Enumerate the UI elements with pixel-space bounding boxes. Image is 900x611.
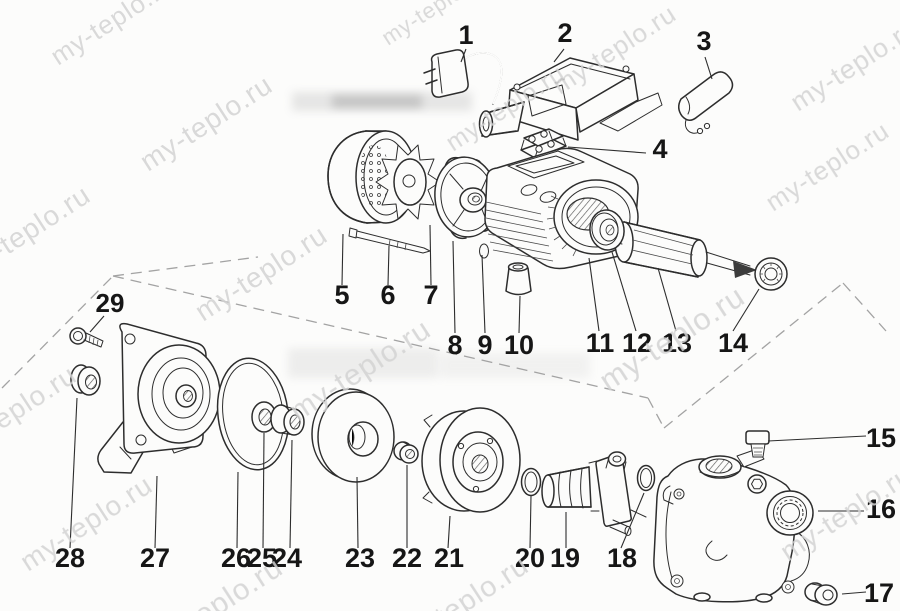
phantom-line (842, 282, 887, 332)
phantom-line (647, 397, 665, 429)
power-cable-and-plug (423, 49, 503, 105)
part-label-21: 21 (434, 543, 464, 573)
ejector (541, 451, 647, 536)
shaft-washer (479, 243, 489, 259)
part-label-15: 15 (866, 423, 896, 453)
bearing-rear (754, 257, 788, 291)
part-label-17: 17 (864, 578, 894, 608)
part-label-27: 27 (140, 543, 170, 573)
part-label-1: 1 (458, 20, 473, 50)
part-label-12: 12 (622, 328, 652, 358)
part-label-24: 24 (272, 543, 302, 573)
rubber-buffer (505, 262, 532, 296)
spacer-nut (70, 364, 101, 396)
watermark-text: my-teplo.ru (14, 469, 158, 577)
pump-bracket (97, 322, 221, 474)
watermark-text: my-teplo.ru (785, 12, 900, 117)
drain-plug (804, 582, 838, 606)
watermark-text: my-teplo.ru (134, 69, 278, 177)
part-label-7: 7 (423, 280, 438, 310)
part-label-11: 11 (586, 328, 615, 358)
part-label-13: 13 (662, 328, 692, 358)
motor-endshield (434, 156, 498, 240)
phantom-line (112, 275, 649, 399)
watermark-text: my-teplo.ru (45, 0, 180, 71)
terminal-box (478, 57, 663, 141)
fan-cover-perforation (358, 145, 390, 207)
part-label-20: 20 (515, 543, 545, 573)
fill-plug (745, 430, 770, 458)
rotor-shaft (607, 221, 757, 278)
part-label-3: 3 (696, 26, 711, 56)
watermark-text: my-teplo.ru (377, 0, 492, 50)
part-label-19: 19 (550, 543, 580, 573)
part-label-23: 23 (345, 543, 375, 573)
tie-bolt (348, 227, 431, 254)
shaft-nut (393, 441, 419, 464)
pump-body (653, 448, 814, 603)
part-label-22: 22 (392, 543, 422, 573)
shaft-seal-washer (251, 401, 277, 433)
part-label-2: 2 (557, 18, 572, 48)
part-label-16: 16 (866, 494, 896, 524)
phantom-line (1, 275, 114, 389)
blurred-watermark-smudge-top (292, 92, 472, 111)
o-ring-small (520, 467, 542, 497)
leader-lines (69, 48, 867, 595)
phantom-line (112, 256, 259, 277)
part-label-4: 4 (652, 134, 667, 164)
phantom-lines (1, 256, 887, 429)
flange-bolt (69, 327, 104, 348)
terminal-block (520, 128, 567, 159)
fan (375, 144, 441, 220)
blurred-watermark-smudge-center (288, 348, 590, 378)
part-label-6: 6 (380, 280, 395, 310)
part-label-18: 18 (607, 543, 637, 573)
phantom-line (663, 282, 844, 429)
diffuser (421, 407, 521, 513)
watermark-text: my-teplo.ru (760, 115, 895, 217)
watermark-text: my-teplo.ru (0, 359, 82, 467)
watermark-text: my-teplo.ru (0, 179, 96, 287)
part-label-26: 26 (221, 543, 251, 573)
part-labels: 1 2 3 4 5 6 7 8 9 10 11 12 13 14 15 16 1… (55, 18, 896, 608)
watermark-text: my-teplo.ru (189, 219, 333, 327)
impeller (311, 388, 395, 483)
part-label-5: 5 (334, 280, 349, 310)
part-label-28: 28 (55, 543, 85, 573)
impeller-lock-nut (270, 404, 305, 436)
part-label-9: 9 (477, 330, 492, 360)
capacitor (678, 71, 734, 135)
part-label-10: 10 (504, 330, 534, 360)
bearing-front (589, 209, 625, 251)
o-ring-body (636, 464, 656, 492)
part-label-29: 29 (96, 288, 125, 318)
part-label-8: 8 (447, 330, 462, 360)
part-label-14: 14 (718, 328, 748, 358)
part-label-25: 25 (247, 543, 277, 573)
